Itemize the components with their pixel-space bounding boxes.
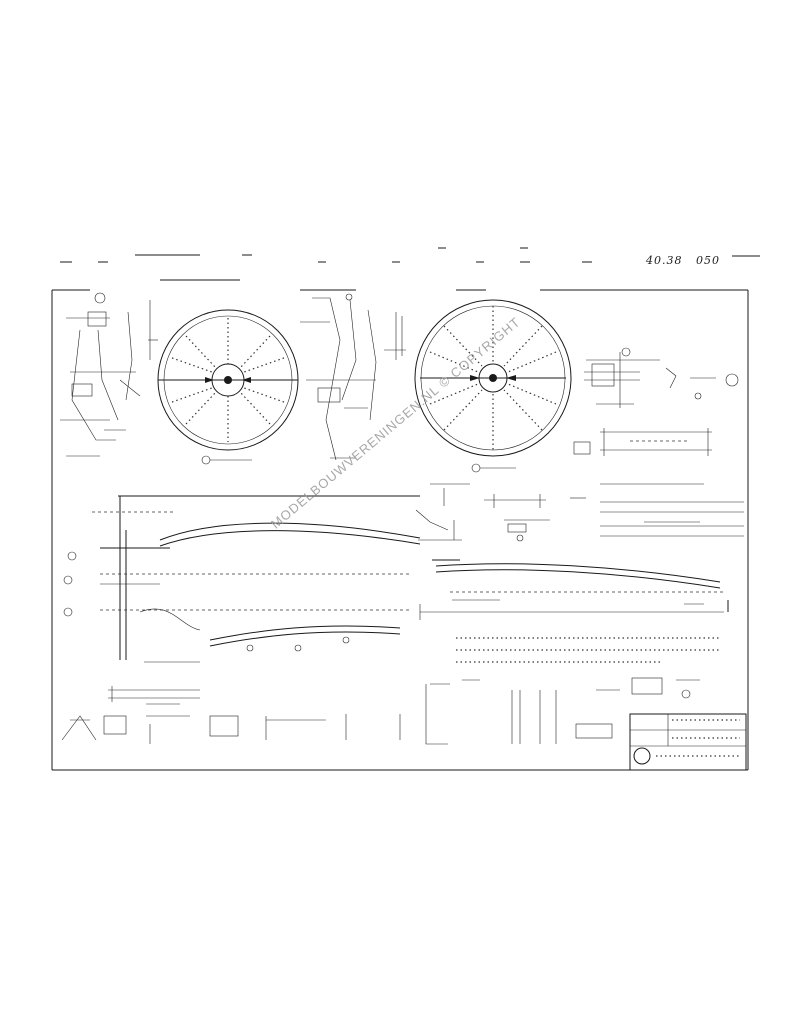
title-block <box>629 713 747 771</box>
chassis-side-view <box>63 495 421 663</box>
axle-bearing-detail <box>584 347 739 408</box>
axle-bar-details <box>570 428 744 537</box>
right-spoked-wheel <box>414 299 572 473</box>
lower-spring-detail <box>419 559 729 663</box>
corner-number-left: 40.38 <box>646 254 683 267</box>
bracket-details <box>415 483 550 542</box>
middle-hub-assembly-detail <box>300 293 406 461</box>
top-dash-marks <box>60 247 760 291</box>
left-spoked-wheel <box>157 309 299 465</box>
left-hub-assembly-detail <box>60 292 158 457</box>
corner-number-right: 050 <box>696 254 720 267</box>
bottom-part-details <box>61 677 700 745</box>
